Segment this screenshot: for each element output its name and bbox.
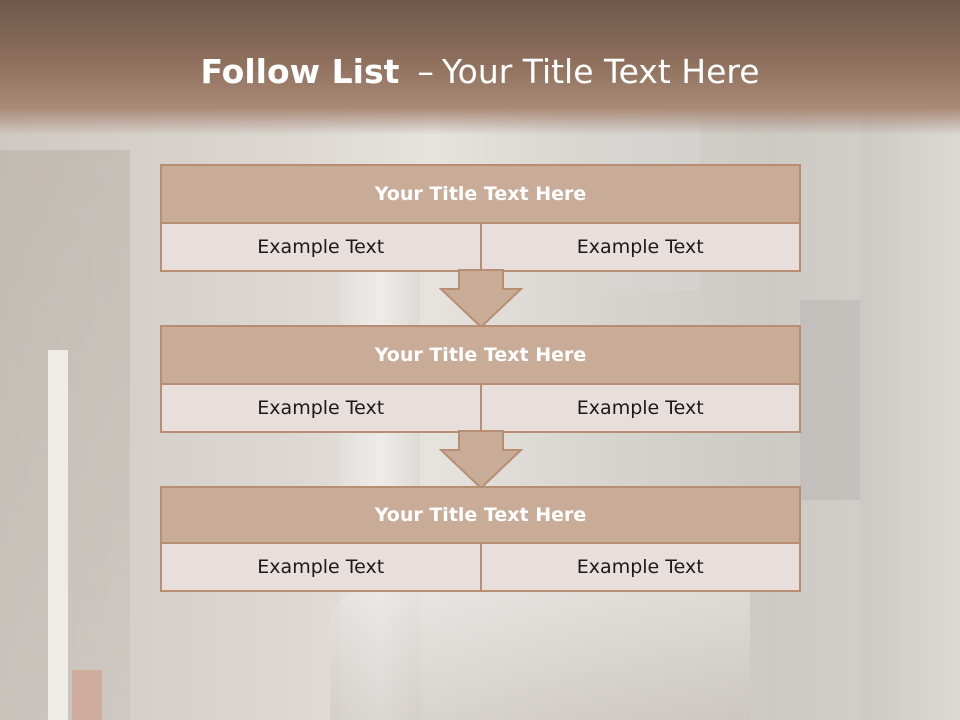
step-right-text: Example Text: [479, 224, 799, 270]
slide-title-dash: –: [417, 52, 434, 91]
step-title: Your Title Text Here: [162, 166, 799, 224]
step-right-text: Example Text: [479, 385, 799, 431]
step-box-1: Your Title Text Here Example Text Exampl…: [160, 164, 801, 272]
step-title: Your Title Text Here: [162, 488, 799, 544]
background-detail: [72, 670, 102, 720]
title-banner: [0, 0, 960, 135]
slide-title-bold: Follow List: [200, 52, 400, 91]
down-arrow-icon: [439, 430, 523, 490]
step-box-2: Your Title Text Here Example Text Exampl…: [160, 325, 801, 433]
background-door: [48, 350, 68, 720]
step-row: Example Text Example Text: [162, 224, 799, 270]
step-left-text: Example Text: [162, 544, 480, 590]
step-left-text: Example Text: [162, 224, 480, 270]
background-window-right: [800, 300, 860, 500]
step-left-text: Example Text: [162, 385, 480, 431]
background-panel: [860, 110, 960, 720]
down-arrow-icon: [439, 269, 523, 329]
step-row: Example Text Example Text: [162, 385, 799, 431]
step-title: Your Title Text Here: [162, 327, 799, 385]
step-box-3: Your Title Text Here Example Text Exampl…: [160, 486, 801, 592]
slide-title-rest: Your Title Text Here: [441, 52, 760, 91]
step-row: Example Text Example Text: [162, 544, 799, 590]
step-right-text: Example Text: [479, 544, 799, 590]
slide-title: Follow List–Your Title Text Here: [0, 52, 960, 91]
